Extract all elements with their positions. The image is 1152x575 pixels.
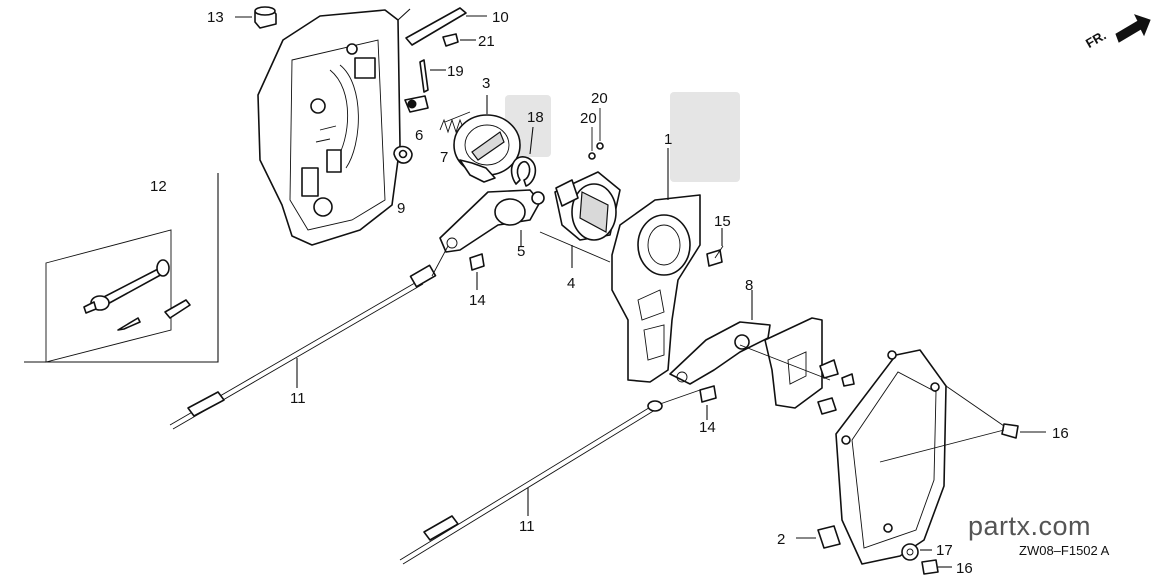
callout-13: 13 [207, 9, 224, 26]
part-13-plug [235, 6, 277, 29]
diagram-code: ZW08–F1502 A [1019, 543, 1110, 558]
part-3-gear-cam [453, 95, 521, 183]
callout-9: 9 [397, 200, 405, 217]
part-4-neutral-switch [554, 171, 621, 268]
front-direction-arrow [1115, 14, 1151, 43]
part-16-screw-upper [1001, 423, 1046, 439]
part-1-base-plate [611, 148, 701, 383]
upper-housing-cover [257, 8, 411, 246]
callout-1: 1 [664, 131, 672, 148]
part-15-bolt [706, 228, 724, 267]
part-19-pin [419, 59, 446, 93]
callout-16-lower: 16 [956, 560, 973, 575]
part-10-key [405, 7, 487, 46]
callout-3: 3 [482, 75, 490, 92]
part-9-clip [393, 145, 413, 164]
callout-7: 7 [440, 149, 448, 166]
callout-20-top: 20 [591, 90, 608, 107]
part-18-circlip [510, 126, 537, 187]
callout-11-lower: 11 [519, 518, 535, 535]
part-21-pin [442, 33, 476, 47]
part-14-bolt-upper [469, 253, 485, 290]
callout-17: 17 [936, 542, 953, 559]
part-16-screw-lower [921, 559, 952, 575]
part-20-balls [588, 108, 604, 160]
part-6-detent-ball [404, 95, 429, 113]
callout-5: 5 [517, 243, 525, 260]
callout-20-bottom: 20 [580, 110, 597, 127]
part-14-bolt-lower [699, 385, 717, 420]
callout-14-lower: 14 [699, 419, 716, 436]
callout-18: 18 [527, 109, 544, 126]
part-11-cable-upper [169, 264, 437, 430]
part-11-cable-lower [399, 400, 663, 565]
part-7-spring [439, 111, 471, 134]
assembly-lines [431, 231, 1005, 463]
small-bolts [817, 359, 855, 415]
callout-19: 19 [447, 63, 464, 80]
part-8-detent-plate [669, 290, 823, 409]
lower-cover-plate [835, 349, 947, 565]
callout-12: 12 [150, 178, 167, 195]
callout-labels: 13 10 21 19 3 6 7 9 18 20 20 1 12 15 5 4… [150, 9, 1069, 575]
background-watermark [345, 92, 740, 182]
part-5-shift-lever [439, 189, 545, 253]
callout-2: 2 [777, 531, 785, 548]
part-12-kit-box [24, 173, 219, 363]
callout-21: 21 [478, 33, 495, 50]
callout-16-upper: 16 [1052, 425, 1069, 442]
callout-15: 15 [714, 213, 731, 230]
watermark-brand: partx.com [968, 511, 1092, 541]
callout-4: 4 [567, 275, 575, 292]
callout-8: 8 [745, 277, 753, 294]
part-17-washer [901, 543, 932, 561]
part-2-clip [796, 525, 841, 549]
callout-11-upper: 11 [290, 390, 306, 407]
callout-14-upper: 14 [469, 292, 486, 309]
callout-10: 10 [492, 9, 509, 26]
callout-6: 6 [415, 127, 423, 144]
